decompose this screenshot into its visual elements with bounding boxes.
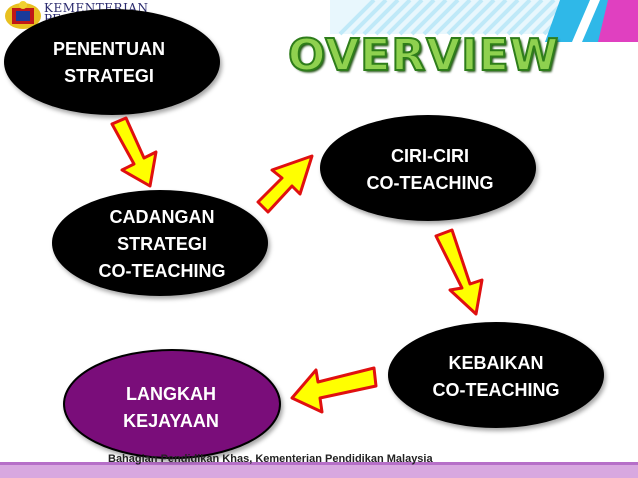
node-kebaikan-label: KEBAIKAN CO-TEACHING: [418, 350, 574, 404]
slide-title: OVERVIEW: [287, 29, 560, 82]
arrow-ciri-to-kebaikan: [434, 228, 484, 316]
arrow-penentuan-to-cadangan: [110, 116, 158, 188]
node-langkah-ellipse: [63, 349, 281, 459]
arrow-kebaikan-to-langkah: [290, 366, 378, 414]
node-cadangan-label: CADANGAN STRATEGI CO-TEACHING: [84, 204, 240, 285]
footer-bar: [0, 464, 638, 478]
node-penentuan-line1: PENENTUAN: [52, 39, 165, 59]
node-penentuan-label: PENENTUAN STRATEGI: [34, 36, 184, 90]
node-cadangan-line1: CADANGAN: [109, 207, 215, 227]
node-langkah-label: LANGKAH KEJAYAAN: [96, 381, 246, 435]
node-penentuan-line2: STRATEGI: [64, 66, 154, 86]
crest-logo: [5, 1, 41, 29]
node-cadangan-line2: STRATEGI: [117, 234, 207, 254]
node-kebaikan-ellipse: [388, 322, 604, 428]
node-kebaikan-line1: KEBAIKAN: [448, 353, 544, 373]
node-ciri-label: CIRI-CIRI CO-TEACHING: [352, 143, 508, 197]
node-ciri-line1: CIRI-CIRI: [391, 146, 469, 166]
node-langkah-line2: KEJAYAAN: [123, 411, 219, 431]
node-langkah-line1: LANGKAH: [126, 384, 216, 404]
node-cadangan-line3: CO-TEACHING: [98, 261, 226, 281]
node-kebaikan-line2: CO-TEACHING: [432, 380, 560, 400]
node-penentuan-ellipse: [4, 9, 220, 115]
header-stripes: [330, 0, 600, 36]
banner-pink-block: [598, 0, 638, 42]
arrow-cadangan-to-ciri: [256, 154, 314, 214]
footer-org-text: Bahagian Pendidikan Khas, Kementerian Pe…: [108, 453, 433, 465]
node-cadangan-ellipse: [52, 190, 268, 296]
node-ciri-ellipse: [320, 115, 536, 221]
node-ciri-line2: CO-TEACHING: [366, 173, 494, 193]
